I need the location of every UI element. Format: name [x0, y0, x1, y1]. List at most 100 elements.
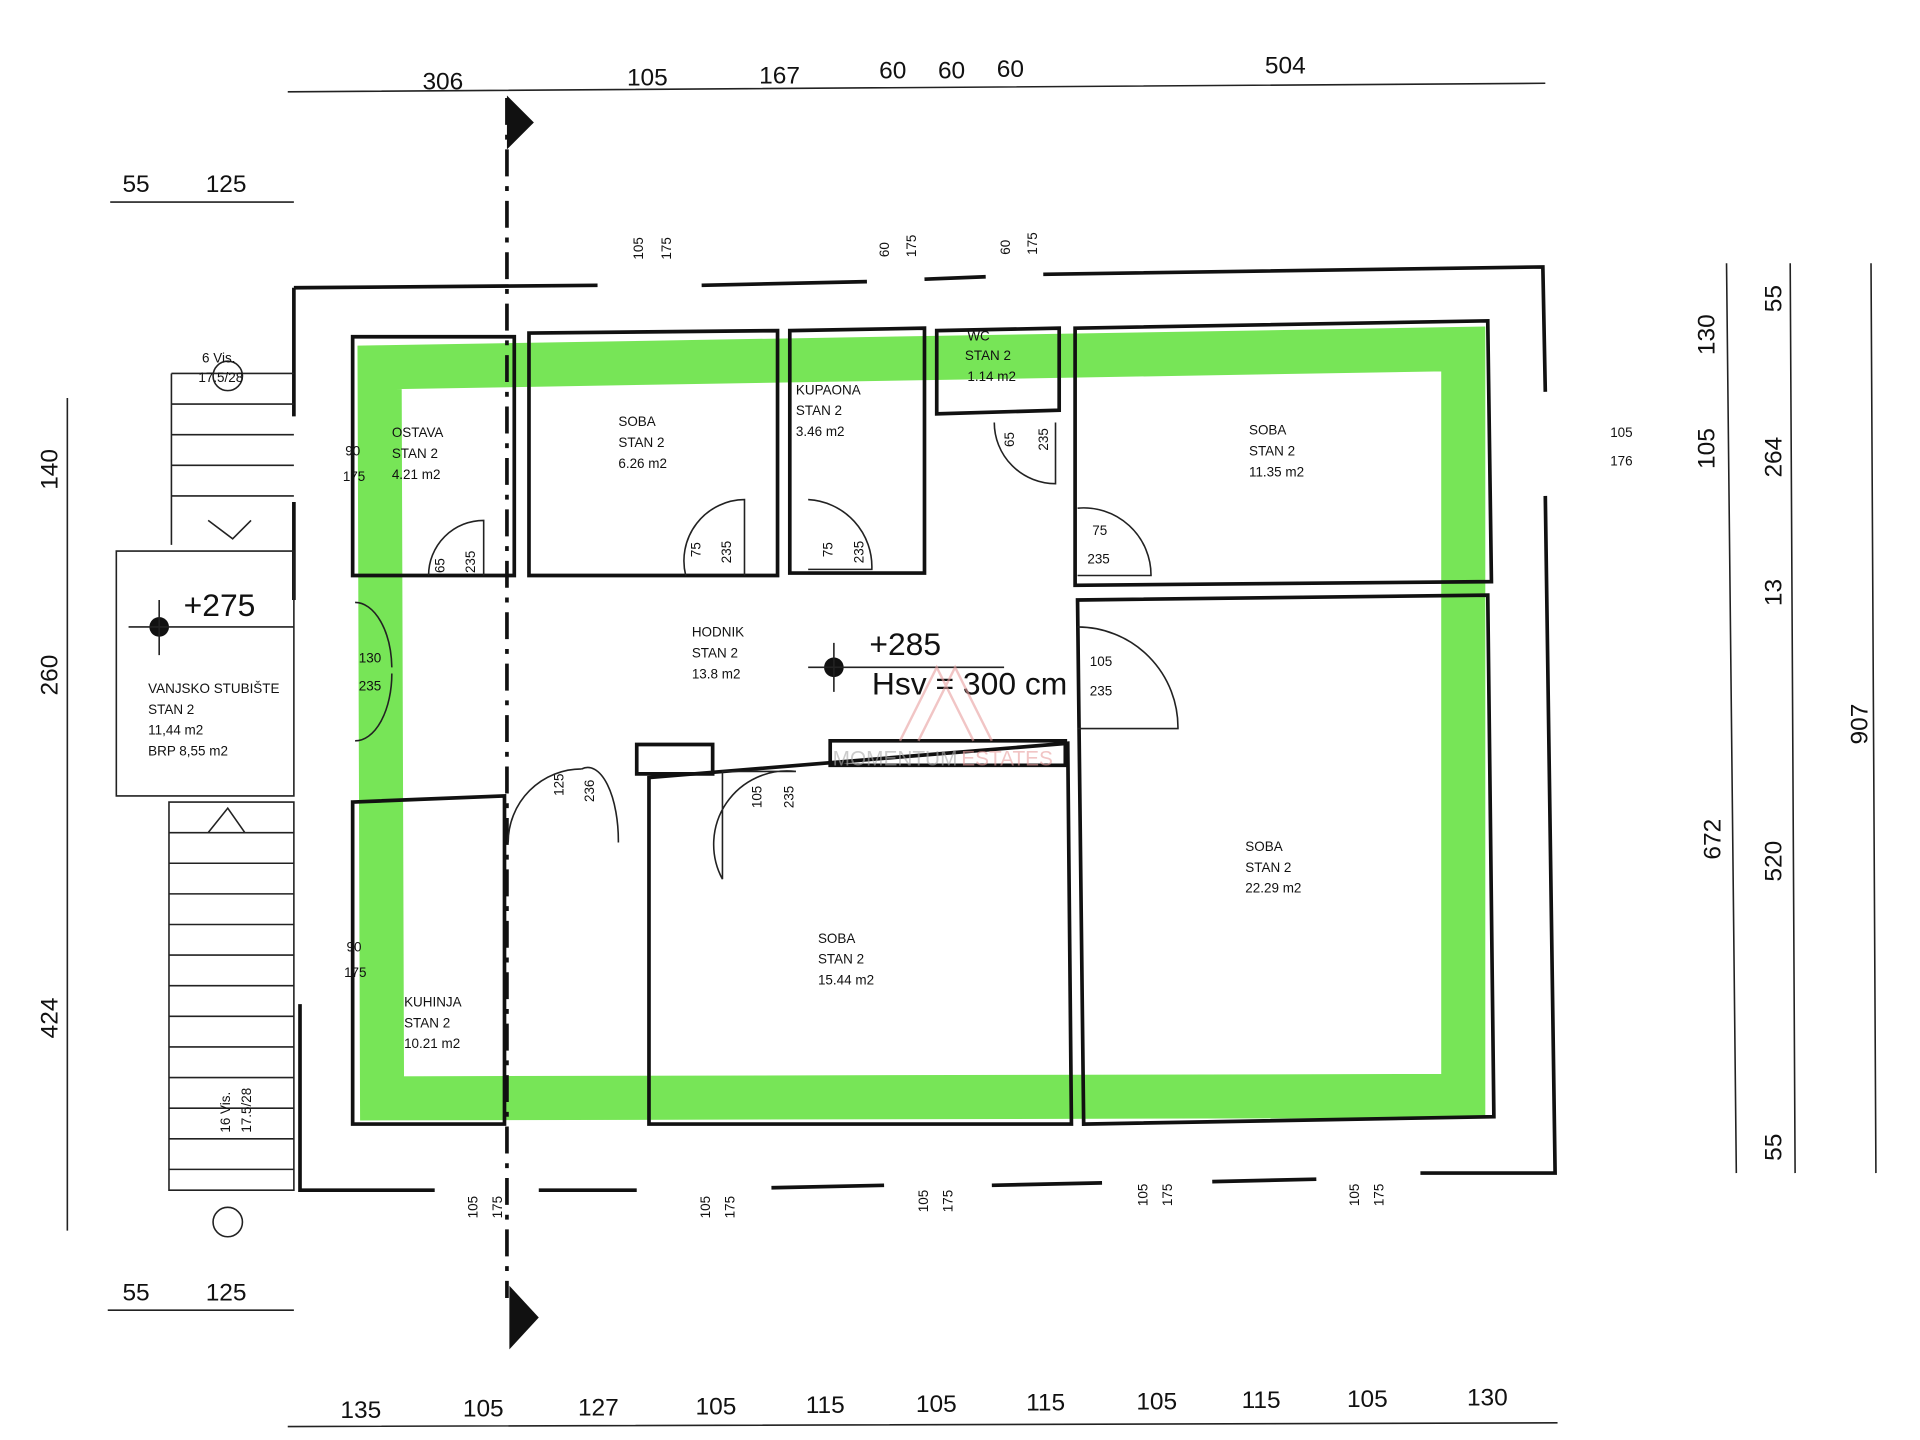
dims-top: 306 105 167 60 60 60 504 55 125 55 125: [122, 52, 1305, 1306]
label-dims-bottom_left-0: 55: [122, 1279, 149, 1306]
label-rooms-6-area: 22.29 m2: [1245, 881, 1301, 896]
label-dims-right_mid-1: 105: [1693, 428, 1720, 469]
label-dims-right_inner-2: 13: [1761, 579, 1788, 606]
label-dims-right_inner-1: 264: [1761, 437, 1788, 478]
label-rooms-0-unit: STAN 2: [392, 446, 438, 461]
label-dims-right_inner-0: 55: [1761, 285, 1788, 312]
label-dims-left-2: 424: [37, 998, 64, 1039]
label-openings-d_kupaona-1: 235: [851, 541, 866, 563]
label-rooms-4-name: SOBA: [1249, 423, 1286, 438]
label-dims-top-3: 60: [879, 57, 906, 84]
label-dims-bottom-4: 115: [806, 1392, 845, 1419]
label-dims-top_left-1: 125: [206, 171, 247, 198]
label-dims-bottom-1: 105: [463, 1396, 504, 1423]
door-swings: [355, 422, 1179, 880]
section-arrow-bottom: [509, 1285, 539, 1350]
label-openings-w_bottom-1-1: 175: [723, 1196, 738, 1218]
label-openings-d_soba1-0: 75: [688, 542, 703, 557]
label-dims-bottom-0: 135: [340, 1397, 381, 1424]
label-openings-w_ostava-1: 175: [343, 469, 365, 484]
label-rooms-3-area: 1.14 m2: [967, 369, 1016, 384]
label-openings-w_bottom-4-0: 105: [1347, 1184, 1362, 1206]
label-openings-d_soba2-0: 75: [1092, 523, 1107, 538]
label-dims-top-5: 60: [997, 56, 1024, 83]
label-openings-w_kuhinja-1: 175: [344, 965, 366, 980]
label-dims-right_inner-4: 55: [1761, 1134, 1788, 1161]
label-rooms-9-name: VANJSKO STUBIŠTE: [148, 681, 279, 696]
label-openings-w_right-0: 105: [1610, 425, 1632, 440]
section-arrow-top: [506, 95, 534, 150]
label-rooms-8-name: KUHINJA: [404, 995, 462, 1010]
dims-bottom: 135 105 127 105 115 105 115 105 115 105 …: [340, 1385, 1507, 1424]
label-openings-d_soba4-0: 105: [750, 786, 765, 808]
label-rooms-4-area: 11.35 m2: [1249, 464, 1304, 479]
label-dims-left-0: 140: [37, 449, 64, 490]
label-openings-w_right-1: 176: [1610, 453, 1632, 468]
label-openings-d_soba3-0: 105: [1090, 654, 1112, 669]
label-watermark-brand2: ESTATES: [961, 747, 1053, 770]
label-dims-top-1: 105: [627, 65, 668, 92]
label-rooms-5-name: HODNIK: [692, 625, 744, 640]
label-openings-w_bottom-2-0: 105: [916, 1190, 931, 1212]
label-openings-d_soba2-1: 235: [1087, 551, 1109, 566]
label-openings-d_wc-0: 65: [1002, 432, 1017, 447]
label-dims-top-2: 167: [759, 62, 800, 89]
label-dims-bottom-10: 130: [1467, 1385, 1508, 1412]
label-dims-top-4: 60: [938, 57, 965, 84]
label-rooms-8-unit: STAN 2: [404, 1015, 450, 1030]
label-rooms-2-unit: STAN 2: [796, 403, 842, 418]
label-dims-bottom-7: 105: [1136, 1388, 1177, 1415]
label-dims-right_inner-3: 520: [1761, 841, 1788, 882]
stairs-top: [170, 360, 294, 545]
label-rooms-7-name: SOBA: [818, 931, 855, 946]
label-rooms-1-unit: STAN 2: [618, 435, 664, 450]
label-dims-top_left-0: 55: [122, 171, 149, 198]
label-rooms-5-unit: STAN 2: [692, 646, 738, 661]
label-openings-w_bottom-2-1: 175: [941, 1190, 956, 1212]
label-dims-top-6: 504: [1265, 52, 1306, 79]
label-rooms-2-name: KUPAONA: [796, 382, 861, 397]
label-openings-d_wc-1: 235: [1036, 428, 1051, 450]
label-dims-bottom-5: 105: [916, 1391, 957, 1418]
label-openings-w_top2-1: 175: [904, 235, 919, 257]
label-rooms-1-name: SOBA: [618, 414, 655, 429]
label-openings-d_kuhinja-1: 236: [582, 780, 597, 802]
label-watermark-brand1: MOMENTUM: [833, 747, 958, 770]
label-openings-w_bottom-3-1: 175: [1160, 1184, 1175, 1206]
label-rooms-0-name: OSTAVA: [392, 425, 444, 440]
label-openings-w_kuhinja-0: 90: [347, 939, 362, 954]
label-rooms-6-name: SOBA: [1245, 839, 1282, 854]
stairs-top-ratio: 17.5/28: [198, 370, 243, 385]
dims-left: 140 260 424: [37, 449, 64, 1038]
label-openings-d_entry-1: 235: [359, 679, 381, 694]
label-dims-bottom-6: 115: [1026, 1390, 1065, 1417]
label-openings-d_kuhinja-0: 125: [551, 773, 566, 795]
label-openings-d_soba1-1: 235: [719, 541, 734, 563]
label-dims-bottom-3: 105: [696, 1393, 737, 1420]
label-openings-d_ostava-0: 65: [432, 558, 447, 573]
stairs-bottom-ratio: 17.5/28: [239, 1088, 254, 1133]
room-label-ostava: OSTAVA STAN 2 4.21 m2: [392, 425, 444, 482]
label-rooms-5-area: 13.8 m2: [692, 666, 741, 681]
stairs-bottom: [168, 801, 295, 1238]
label-openings-w_ostava-0: 90: [345, 444, 360, 459]
label-openings-w_bottom-0-1: 175: [490, 1196, 505, 1218]
label-dims-bottom-2: 127: [578, 1395, 619, 1422]
label-rooms-1-area: 6.26 m2: [618, 456, 667, 471]
label-rooms-9-unit: STAN 2: [148, 702, 194, 717]
label-openings-w_top1-0: 105: [631, 237, 646, 259]
label-rooms-2-area: 3.46 m2: [796, 424, 845, 439]
label-openings-w_bottom-0-0: 105: [466, 1196, 481, 1218]
room-label-hodnik: HODNIK STAN 2 13.8 m2: [692, 625, 744, 682]
label-openings-d_soba4-1: 235: [781, 786, 796, 808]
label-openings-w_bottom-3-0: 105: [1135, 1184, 1150, 1206]
label-openings-w_bottom-1-0: 105: [698, 1196, 713, 1218]
dims-right: 55 264 13 520 55 130 105 672 907: [1693, 285, 1873, 1161]
label-levels-outside: +275: [184, 587, 256, 623]
label-rooms-0-area: 4.21 m2: [392, 467, 441, 482]
